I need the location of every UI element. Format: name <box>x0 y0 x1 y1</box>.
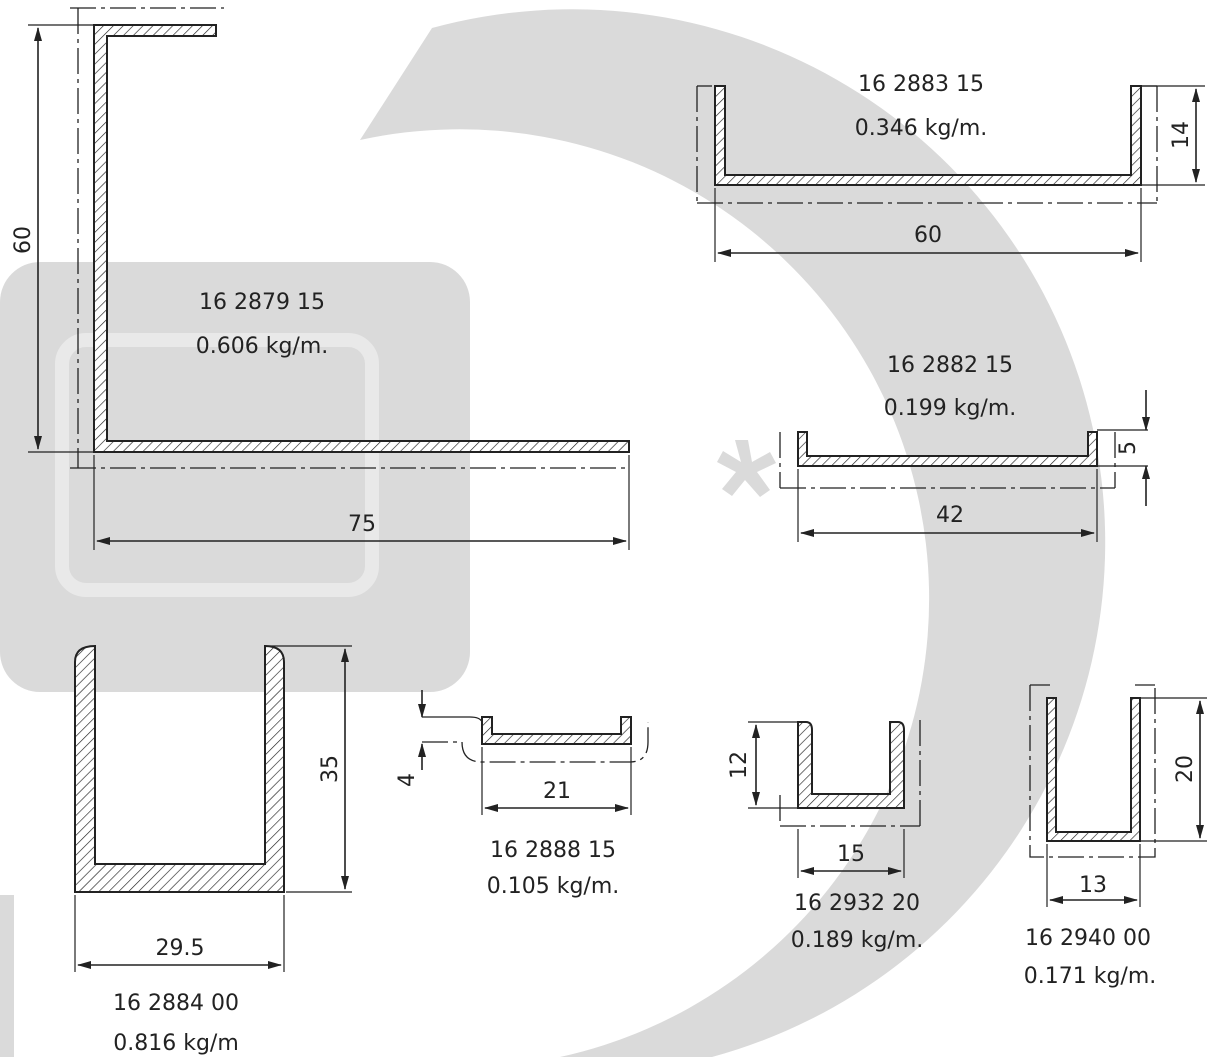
dim-height-label: 14 <box>1169 121 1194 149</box>
section-outline <box>422 716 483 723</box>
profile-16-2883-15: 14 60 16 2883 15 0.346 kg/m. <box>696 72 1205 262</box>
profile-16-2882-15: 5 42 16 2882 15 0.199 kg/m. <box>779 353 1150 542</box>
section-shape <box>797 721 905 809</box>
profile-code: 16 2883 15 <box>858 72 984 97</box>
dim-width-label: 42 <box>936 503 964 528</box>
section-shape <box>481 716 632 745</box>
profile-16-2932-20: 12 15 16 2932 20 0.189 kg/m. <box>727 720 923 953</box>
profile-code: 16 2882 15 <box>887 353 1013 378</box>
watermark-block-left <box>0 262 470 692</box>
profile-mass: 0.816 kg/m <box>113 1031 239 1056</box>
watermark-arc <box>360 9 1106 1058</box>
dim-width-label: 75 <box>348 512 376 537</box>
profile-mass: 0.105 kg/m. <box>487 874 620 899</box>
dim-height-label: 35 <box>318 755 343 783</box>
profile-code: 16 2879 15 <box>199 290 325 315</box>
dim-width-label: 15 <box>837 842 865 867</box>
watermark <box>0 9 1106 1058</box>
profile-code: 16 2932 20 <box>794 891 920 916</box>
profile-16-2879-15: 60 75 16 2879 15 0.606 kg/m. <box>11 7 630 550</box>
section-shape <box>1046 697 1141 842</box>
section-shape <box>74 644 285 893</box>
section-shape <box>93 24 630 453</box>
section-shape <box>714 85 1142 186</box>
profile-mass: 0.606 kg/m. <box>196 334 329 359</box>
profile-code: 16 2884 00 <box>113 991 239 1016</box>
dim-width-label: 29.5 <box>156 936 205 961</box>
dim-height-label: 5 <box>1116 441 1141 455</box>
dim-height-label: 12 <box>727 751 752 779</box>
profile-mass: 0.346 kg/m. <box>855 116 988 141</box>
profile-16-2884-00: 35 29.5 16 2884 00 0.816 kg/m <box>74 644 352 1056</box>
center-line <box>422 722 649 763</box>
dim-height-label: 20 <box>1173 755 1198 783</box>
watermark-star-icon <box>717 440 776 497</box>
dim-width-label: 21 <box>543 779 571 804</box>
dim-height-label: 4 <box>395 773 420 787</box>
watermark-outline <box>55 333 379 597</box>
profile-mass: 0.171 kg/m. <box>1024 964 1157 989</box>
profile-mass: 0.199 kg/m. <box>884 396 1017 421</box>
profile-code: 16 2888 15 <box>490 838 616 863</box>
watermark-block-bottom <box>0 895 14 1057</box>
profile-16-2940-00: 20 13 16 2940 00 0.171 kg/m. <box>1024 684 1207 989</box>
dim-width-label: 13 <box>1079 873 1107 898</box>
section-shape <box>797 431 1098 467</box>
profile-code: 16 2940 00 <box>1025 926 1151 951</box>
dim-width-label: 60 <box>914 223 942 248</box>
center-line <box>1029 685 1156 858</box>
profile-16-2888-15: 4 21 16 2888 15 0.105 kg/m. <box>395 690 649 899</box>
dim-height-label: 60 <box>11 226 36 254</box>
profile-mass: 0.189 kg/m. <box>791 928 924 953</box>
